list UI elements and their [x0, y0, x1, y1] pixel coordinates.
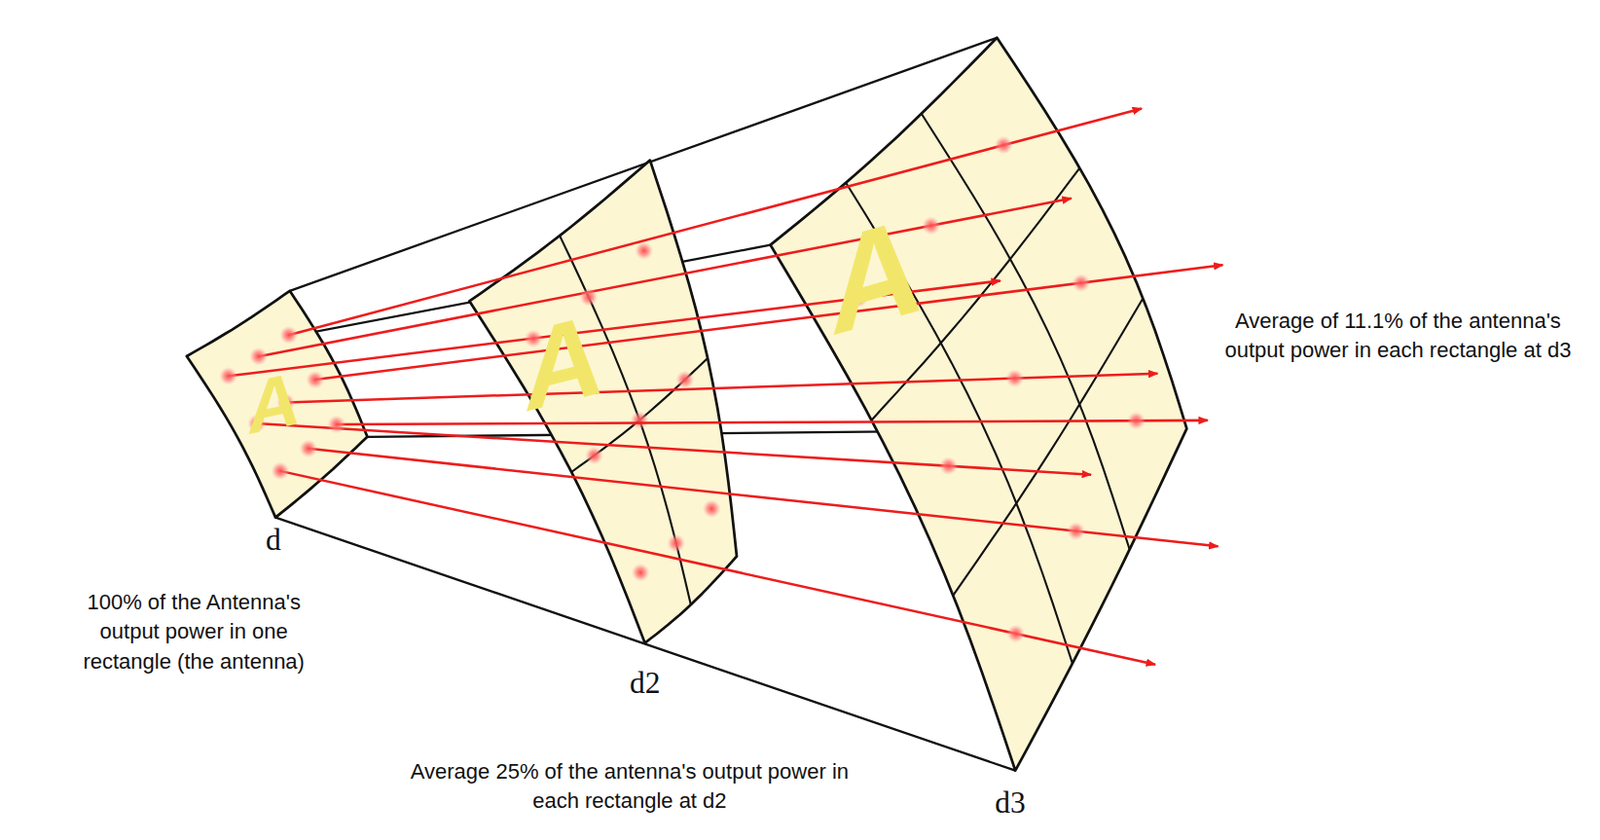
- ray-intersection-dot: [305, 370, 325, 390]
- grid-line: [559, 235, 691, 605]
- ray-intersection-dot: [298, 438, 318, 458]
- ray-intersection-dot: [279, 326, 298, 345]
- distance-label: d3: [994, 785, 1026, 821]
- surface-watermark: A: [827, 193, 925, 358]
- ray-intersection-dot: [666, 534, 686, 553]
- ray-intersection-dot: [218, 366, 238, 386]
- power-ray: [315, 264, 1224, 380]
- power-ray: [258, 198, 1072, 357]
- ray-intersection-dot: [939, 456, 958, 475]
- ray-intersection-dot: [675, 370, 694, 390]
- grid-line: [921, 113, 1130, 550]
- ray-intersection-dot: [702, 499, 722, 518]
- ray-intersection-dot: [634, 241, 654, 260]
- power-ray: [256, 423, 1091, 475]
- sphere-surface-patch: [469, 160, 737, 644]
- ray-intersection-dot: [1005, 368, 1024, 388]
- ray-intersection-dot: [921, 216, 941, 235]
- distance-label: d2: [629, 665, 661, 701]
- surface-watermark: A: [246, 361, 301, 448]
- grid-line: [952, 298, 1143, 596]
- ray-intersection-dot: [327, 415, 346, 435]
- sphere-surface-patch: [770, 37, 1188, 771]
- ray-intersection-dot: [1127, 411, 1146, 431]
- ray-intersection-dot: [630, 410, 650, 430]
- ray-intersection-dot: [249, 347, 268, 366]
- power-ray: [280, 471, 1156, 665]
- ray-intersection-dot: [994, 136, 1014, 155]
- power-ray: [286, 373, 1159, 403]
- ray-intersection-dot: [584, 446, 604, 466]
- caption-note: Average of 11.1% of the antenna's output…: [1216, 306, 1580, 366]
- caption-note: Average 25% of the antenna's output powe…: [390, 757, 871, 817]
- caption-note: 100% of the Antenna's output power in on…: [63, 587, 325, 677]
- ray-intersection-dot: [631, 563, 651, 582]
- power-ray: [336, 420, 1208, 425]
- power-ray: [289, 108, 1142, 335]
- surface-watermark: A: [523, 294, 603, 431]
- power-ray: [308, 448, 1219, 546]
- ray-intersection-dot: [1071, 273, 1091, 292]
- ray-intersection-dot: [1006, 624, 1025, 644]
- ray-intersection-dot: [1066, 521, 1086, 541]
- ray-intersection-dot: [270, 461, 290, 480]
- distance-label: d: [265, 522, 282, 558]
